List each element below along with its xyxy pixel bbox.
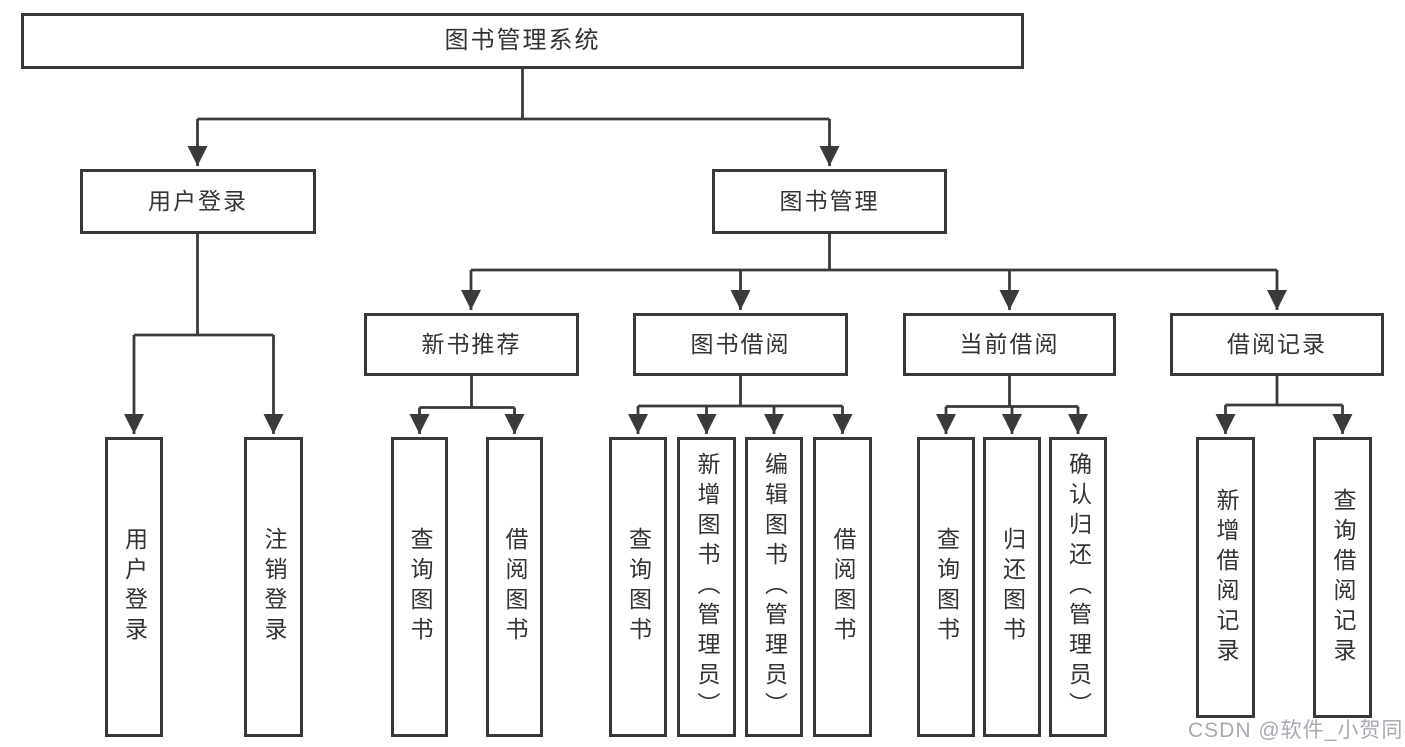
- node-book-borrowing: 图书借阅: [633, 313, 848, 376]
- node-br-add-record: 新增借阅记录: [1196, 437, 1255, 718]
- node-book-management: 图书管理: [712, 169, 947, 234]
- node-br-query-record: 查询借阅记录: [1313, 437, 1372, 718]
- node-borrow-records: 借阅记录: [1170, 313, 1384, 376]
- node-new-book-recommend: 新书推荐: [364, 313, 579, 376]
- node-current-borrowing: 当前借阅: [903, 313, 1116, 376]
- node-bb-query-books: 查询图书: [609, 437, 667, 737]
- node-user-login: 用户登录: [105, 437, 163, 737]
- node-nb-borrow-books: 借阅图书: [486, 437, 543, 737]
- node-cb-confirm-return-admin: 确认归还（管理员）: [1049, 437, 1107, 737]
- node-logout: 注销登录: [244, 437, 303, 737]
- node-bb-add-books-admin: 新增图书（管理员）: [677, 437, 736, 737]
- node-cb-query-books: 查询图书: [917, 437, 975, 737]
- csdn-watermark: CSDN @软件_小贺同学: [1188, 719, 1405, 742]
- node-bb-borrow-books: 借阅图书: [813, 437, 872, 737]
- node-bb-edit-books-admin: 编辑图书（管理员）: [745, 437, 803, 737]
- node-cb-return-books: 归还图书: [983, 437, 1041, 737]
- node-user-login-module: 用户登录: [80, 169, 316, 234]
- node-nb-query-books: 查询图书: [391, 437, 448, 737]
- node-root: 图书管理系统: [21, 13, 1024, 69]
